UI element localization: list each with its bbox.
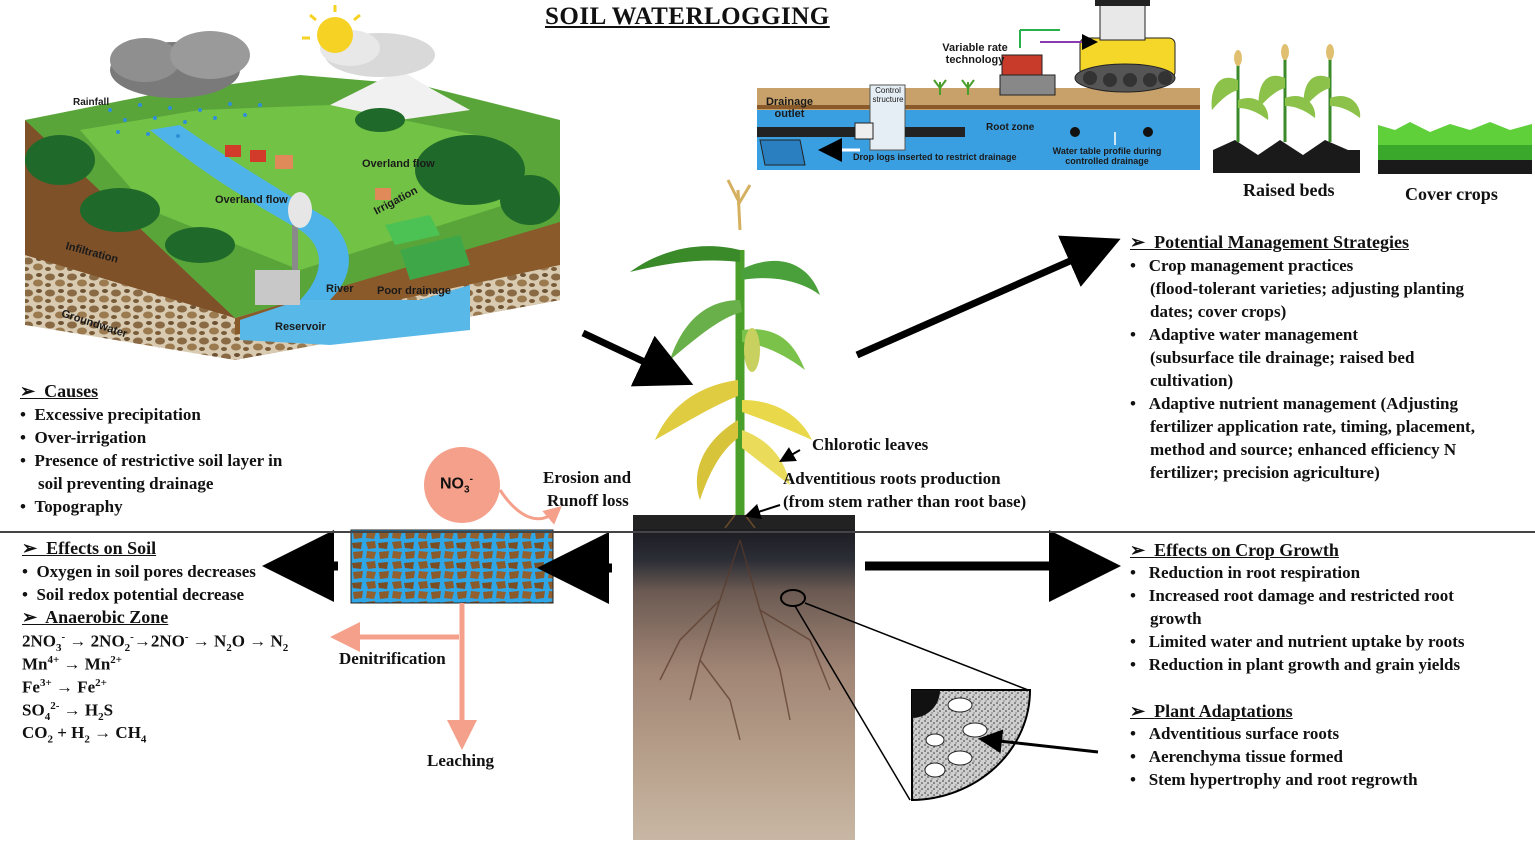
- reaction-sulfate: SO42- → H2S: [22, 700, 114, 724]
- management-line: • Adaptive nutrient management (Adjustin…: [1130, 394, 1459, 413]
- nitrate-label: NO3-: [440, 474, 473, 496]
- label-variable-rate: Variable rate technology: [942, 42, 1008, 66]
- crop-growth-line: • Limited water and nutrient uptake by r…: [1130, 632, 1465, 651]
- management-line: (flood-tolerant varieties; adjusting pla…: [1150, 279, 1465, 298]
- controlled-drainage-illustration: [757, 0, 1200, 170]
- causes-item: • Topography: [20, 497, 123, 516]
- ground-divider: [0, 531, 1535, 533]
- management-line: (subsurface tile drainage; raised bed: [1150, 348, 1415, 367]
- label-drop-logs: Drop logs inserted to restrict drainage: [853, 152, 1017, 162]
- management-line: fertilizer application rate, timing, pla…: [1150, 417, 1475, 436]
- label-overland-flow-2: Overland flow: [215, 194, 288, 206]
- soil-profile-illustration: [633, 529, 855, 840]
- crop-growth-line: • Reduction in root respiration: [1130, 563, 1361, 582]
- crop-growth-line: • Increased root damage and restricted r…: [1130, 586, 1454, 605]
- label-erosion: Erosion and: [543, 468, 632, 487]
- label-reservoir: Reservoir: [275, 321, 326, 333]
- management-line: fertilizer; precision agriculture): [1150, 463, 1380, 482]
- causes-item-continued: soil preventing drainage: [38, 474, 214, 493]
- management-line: • Adaptive water management: [1130, 325, 1359, 344]
- crop-growth-line: • Reduction in plant growth and grain yi…: [1130, 655, 1461, 674]
- waterlogged-soil-block: [350, 529, 554, 604]
- raised-beds-illustration: [1211, 44, 1361, 173]
- anaerobic-header: ➢ Anaerobic Zone: [22, 607, 169, 627]
- adaptations-header: ➢ Plant Adaptations: [1130, 701, 1293, 721]
- label-water-table: Water table profile during controlled dr…: [1052, 146, 1162, 166]
- landscape-illustration: [25, 5, 560, 360]
- reaction-nitrogen: 2NO3- → 2NO2-→2NO- → N2O → N2: [22, 631, 289, 655]
- reaction-iron: Fe3+ → Fe2+: [22, 677, 107, 697]
- adaptations-item: • Adventitious surface roots: [1130, 724, 1340, 743]
- cover-crops-illustration: [1378, 122, 1532, 174]
- management-line: • Crop management practices: [1130, 256, 1354, 275]
- nitrate-circle: [424, 447, 562, 525]
- label-chlorotic-leaves: Chlorotic leaves: [812, 435, 929, 454]
- causes-item: • Over-irrigation: [20, 428, 147, 447]
- label-runoff-loss: Runoff loss: [547, 491, 629, 510]
- label-leaching: Leaching: [427, 751, 495, 770]
- management-header: ➢ Potential Management Strategies: [1130, 232, 1410, 252]
- label-denitrification: Denitrification: [339, 649, 446, 668]
- adaptations-item: • Aerenchyma tissue formed: [1130, 747, 1343, 766]
- label-root-zone: Root zone: [986, 122, 1035, 133]
- diagram-title: SOIL WATERLOGGING: [545, 3, 830, 30]
- causes-header: ➢ Causes: [20, 381, 99, 401]
- label-overland-flow-1: Overland flow: [362, 158, 435, 170]
- crop-growth-header: ➢ Effects on Crop Growth: [1130, 540, 1339, 560]
- management-line: dates; cover crops): [1150, 302, 1287, 321]
- adaptations-item: • Stem hypertrophy and root regrowth: [1130, 770, 1418, 789]
- aerenchyma-zoom-illustration: [794, 602, 1032, 802]
- management-line: cultivation): [1150, 371, 1234, 390]
- label-raised-beds: Raised beds: [1243, 180, 1335, 200]
- reaction-manganese: Mn4+ → Mn2+: [22, 654, 123, 674]
- effects-soil-item: • Oxygen in soil pores decreases: [22, 562, 256, 581]
- flow-arrows: [262, 235, 1121, 754]
- label-drainage-outlet: Drainage outlet: [765, 96, 814, 120]
- label-adventitious-roots-note: (from stem rather than root base): [783, 492, 1027, 511]
- management-line: method and source; enhanced efficiency N: [1150, 440, 1457, 459]
- label-control-structure: Control structure: [872, 86, 904, 104]
- label-river: River: [326, 283, 354, 295]
- causes-item: • Excessive precipitation: [20, 405, 201, 424]
- effects-soil-item: • Soil redox potential decrease: [22, 585, 245, 604]
- effects-soil-header: ➢ Effects on Soil: [22, 538, 157, 558]
- label-rainfall: Rainfall: [73, 97, 110, 108]
- label-poor-drainage: Poor drainage: [377, 285, 451, 297]
- crop-growth-line: growth: [1150, 609, 1202, 628]
- reaction-carbon: CO2 + H2 → CH4: [22, 723, 147, 746]
- causes-item: • Presence of restrictive soil layer in: [20, 451, 283, 470]
- label-adventitious-roots: Adventitious roots production: [783, 469, 1001, 488]
- label-cover-crops: Cover crops: [1405, 184, 1498, 204]
